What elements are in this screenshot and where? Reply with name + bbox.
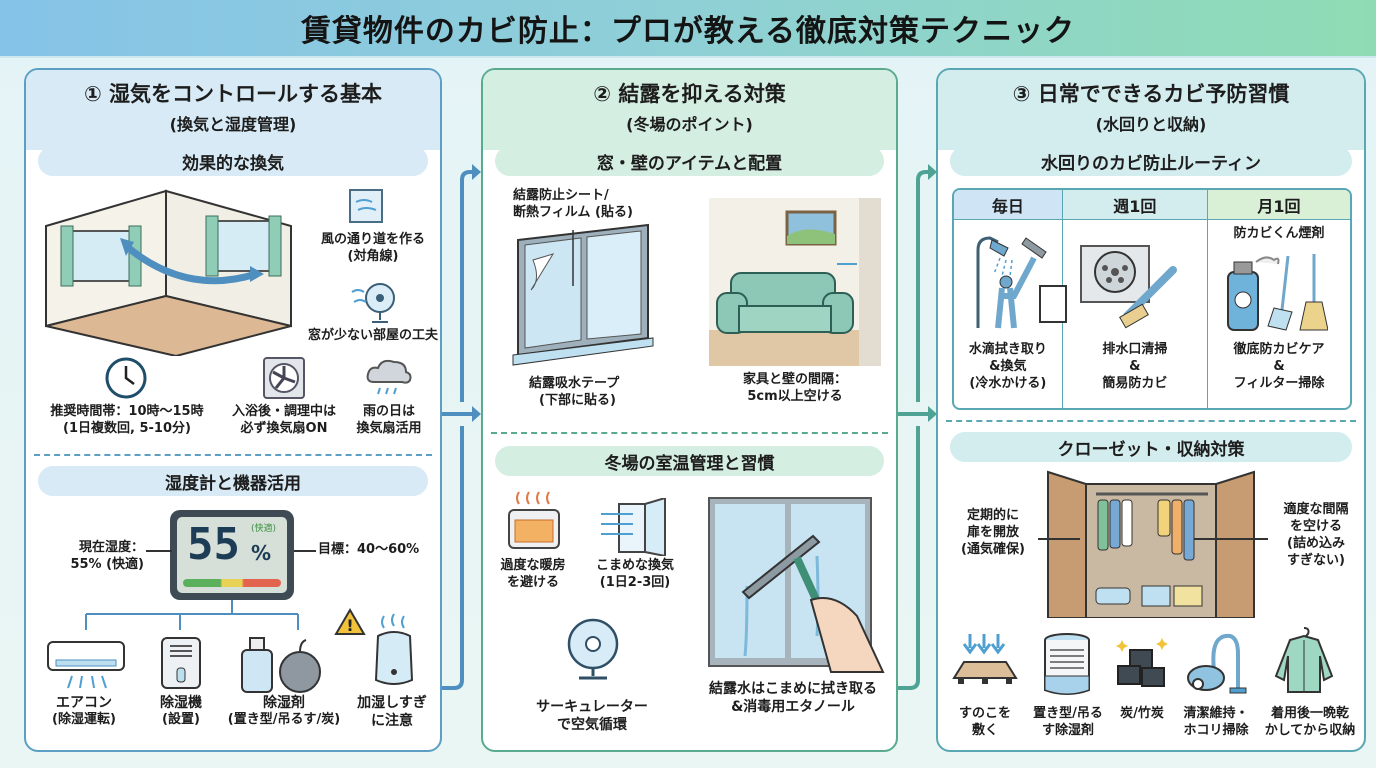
vacuum-icon [1187, 633, 1247, 694]
label-desiccant-container: 置き型/吊るす除湿剤 [1033, 706, 1103, 738]
air-conditioner-icon [47, 641, 125, 689]
label-open-doors: 定期的に扉を開放(通気確保) [961, 508, 1025, 557]
arrow-head [472, 406, 481, 422]
label-over-humidify-warning: 加湿しすぎに注意 [357, 695, 427, 730]
heater-icon [508, 491, 560, 549]
column-condensation: ② 結露を抑える対策 (冬場のポイント) 窓・壁のアイテムと配置 結露防止シート… [481, 68, 898, 752]
routine-header-weekly: 週1回 [1062, 190, 1208, 220]
label-monthly-task: 徹底防カビケア&フィルター掃除 [1233, 342, 1325, 391]
callout-line [1194, 538, 1268, 540]
column-humidity-control: ① 湿気をコントロールする基本 (換気と湿度管理) 効果的な換気 風の通り道を作… [24, 68, 442, 752]
section-heading-closet: クローゼット・収納対策 [950, 432, 1352, 462]
rain-cloud-icon [366, 359, 412, 395]
dehumidifier-icon [161, 637, 201, 689]
column-header: ① 湿気をコントロールする基本 (換気と湿度管理) [26, 70, 440, 150]
label-leave-spacing: 適度な間隔を空ける(詰め込みすぎない) [1283, 502, 1349, 568]
column-subtitle: (冬場のポイント) [626, 115, 753, 134]
desiccant-icon [241, 637, 321, 693]
column-subtitle: (換気と湿度管理) [169, 115, 297, 134]
label-desiccant: 除湿剤(置き型/吊るす/炭) [227, 695, 341, 728]
callout-line [294, 550, 316, 552]
window-airflow-icon [601, 498, 666, 556]
svg-text:!: ! [346, 616, 353, 635]
routine-cell-monthly: 防カビくん煙剤 徹底防カビケア&フィルター掃除 [1208, 220, 1350, 408]
column-header: ③ 日常でできるカビ予防習慣 (水回りと収納) [938, 70, 1364, 150]
sofa-wall-gap-illustration [709, 198, 881, 366]
label-rainy-day: 雨の日は換気扇活用 [356, 404, 422, 436]
room-cross-ventilation-illustration [45, 189, 292, 356]
humidity-scale-bar [183, 579, 281, 587]
callout-line [1038, 538, 1080, 540]
label-air-conditioner: エアコン(除湿運転) [52, 695, 116, 728]
section-heading-winter: 冬場の室温管理と習慣 [495, 446, 884, 476]
humidity-reading: 55 [187, 519, 240, 570]
squeegee-window-icon [708, 497, 885, 673]
humidifier-warning-icon: ! [334, 608, 414, 685]
label-vacuum: 清潔維持・ホコリ掃除 [1183, 706, 1249, 738]
comfort-status: (快適) [251, 524, 277, 534]
window-film-illustration [512, 223, 654, 366]
humidity-unit: % [251, 541, 272, 565]
column-title: ① 湿気をコントロールする基本 [83, 82, 383, 106]
circulator-icon [567, 618, 619, 680]
label-avoid-overheating: 過度な暖房を避ける [500, 558, 566, 590]
routine-header-daily: 毎日 [954, 190, 1063, 220]
page-title: 賃貸物件のカビ防止：プロが教える徹底対策テクニック [300, 14, 1076, 49]
section-heading-ventilation: 効果的な換気 [38, 146, 428, 176]
section-heading-window-wall: 窓・壁のアイテムと配置 [495, 146, 884, 176]
closet-illustration [1047, 470, 1255, 618]
label-slatted-board: すのこを敷く [958, 706, 1011, 738]
shirt-hanger-icon [1274, 627, 1334, 693]
column-title: ② 結露を抑える対策 [593, 82, 786, 106]
connector-arrows-2-3 [898, 164, 937, 690]
label-anti-condensation-sheet: 結露防止シート/断熱フィルム (貼る) [513, 188, 633, 220]
callout-line [146, 550, 172, 552]
routine-table: 毎日 週1回 月1回 水滴拭き取り&換気(冷水かける) [952, 188, 1352, 410]
column-subtitle: (水回りと収納) [1095, 115, 1207, 134]
label-fogger: 防カビくん煙剤 [1233, 226, 1325, 241]
column-daily-habits: ③ 日常でできるカビ予防習慣 (水回りと収納) 水回りのカビ防止ルーティン 毎日… [936, 68, 1366, 752]
routine-cell-weekly: 排水口清掃&簡易防カビ [1063, 220, 1208, 408]
label-weekly-task: 排水口清掃&簡易防カビ [1102, 342, 1168, 391]
label-furniture-gap: 家具と壁の間隔：5cm以上空ける [742, 372, 847, 404]
routine-header-monthly: 月1回 [1207, 190, 1350, 220]
label-circulator: サーキュレーターで空気循環 [536, 699, 648, 734]
desiccant-container-icon [1044, 633, 1090, 695]
column-title: ③ 日常でできるカビ予防習慣 [1012, 82, 1290, 106]
fogger-broom-icon [1226, 254, 1328, 331]
label-absorbent-tape: 結露吸水テープ(下部に貼る) [529, 376, 620, 408]
label-cross-ventilation: 風の通り道を作る(対角線) [320, 232, 425, 264]
page-header: 賃貸物件のカビ防止：プロが教える徹底対策テクニック [0, 0, 1376, 58]
label-few-windows: 窓が少ない部屋の工夫 [308, 328, 439, 343]
slatted-board-icon [952, 634, 1018, 684]
label-daily-task: 水滴拭き取り&換気(冷水かける) [968, 342, 1047, 391]
shower-squeegee-icon [976, 236, 1067, 329]
exhaust-fan-icon [263, 357, 305, 399]
open-window-icon [349, 189, 383, 223]
label-wipe-condensation: 結露水はこまめに拭き取る&消毒用エタノール [709, 681, 877, 716]
device-branch-lines [85, 600, 299, 630]
label-recommended-time: 推奨時間帯：10時〜15時(1日複数回, 5-10分) [50, 404, 204, 436]
drain-brush-icon [1079, 245, 1177, 329]
section-divider [946, 420, 1356, 422]
connector-arrows-1-2 [442, 164, 481, 690]
section-divider [34, 454, 432, 456]
label-dry-before-storing: 着用後一晩乾かしてから収納 [1264, 706, 1356, 738]
hygrometer-display: 55 % (快適) [170, 510, 294, 600]
routine-cell-daily: 水滴拭き取り&換気(冷水かける) [954, 220, 1067, 408]
label-bath-cooking-fan: 入浴後・調理中は必ず換気扇ON [231, 404, 336, 436]
label-dehumidifier: 除湿機(設置) [160, 695, 202, 728]
label-target-humidity: 目標：40〜60% [318, 542, 420, 557]
column-header: ② 結露を抑える対策 (冬場のポイント) [483, 70, 896, 150]
section-divider [491, 432, 888, 434]
label-charcoal: 炭/竹炭 [1120, 706, 1164, 721]
fan-icon [351, 283, 395, 323]
section-heading-routine: 水回りのカビ防止ルーティン [950, 146, 1352, 176]
label-frequent-ventilation: こまめな換気(1日2-3回) [595, 558, 674, 590]
charcoal-icon [1116, 638, 1168, 687]
label-current-humidity: 現在湿度：55% (快適) [70, 540, 144, 572]
section-heading-hygrometer: 湿度計と機器活用 [38, 466, 428, 496]
clock-icon [105, 357, 147, 399]
